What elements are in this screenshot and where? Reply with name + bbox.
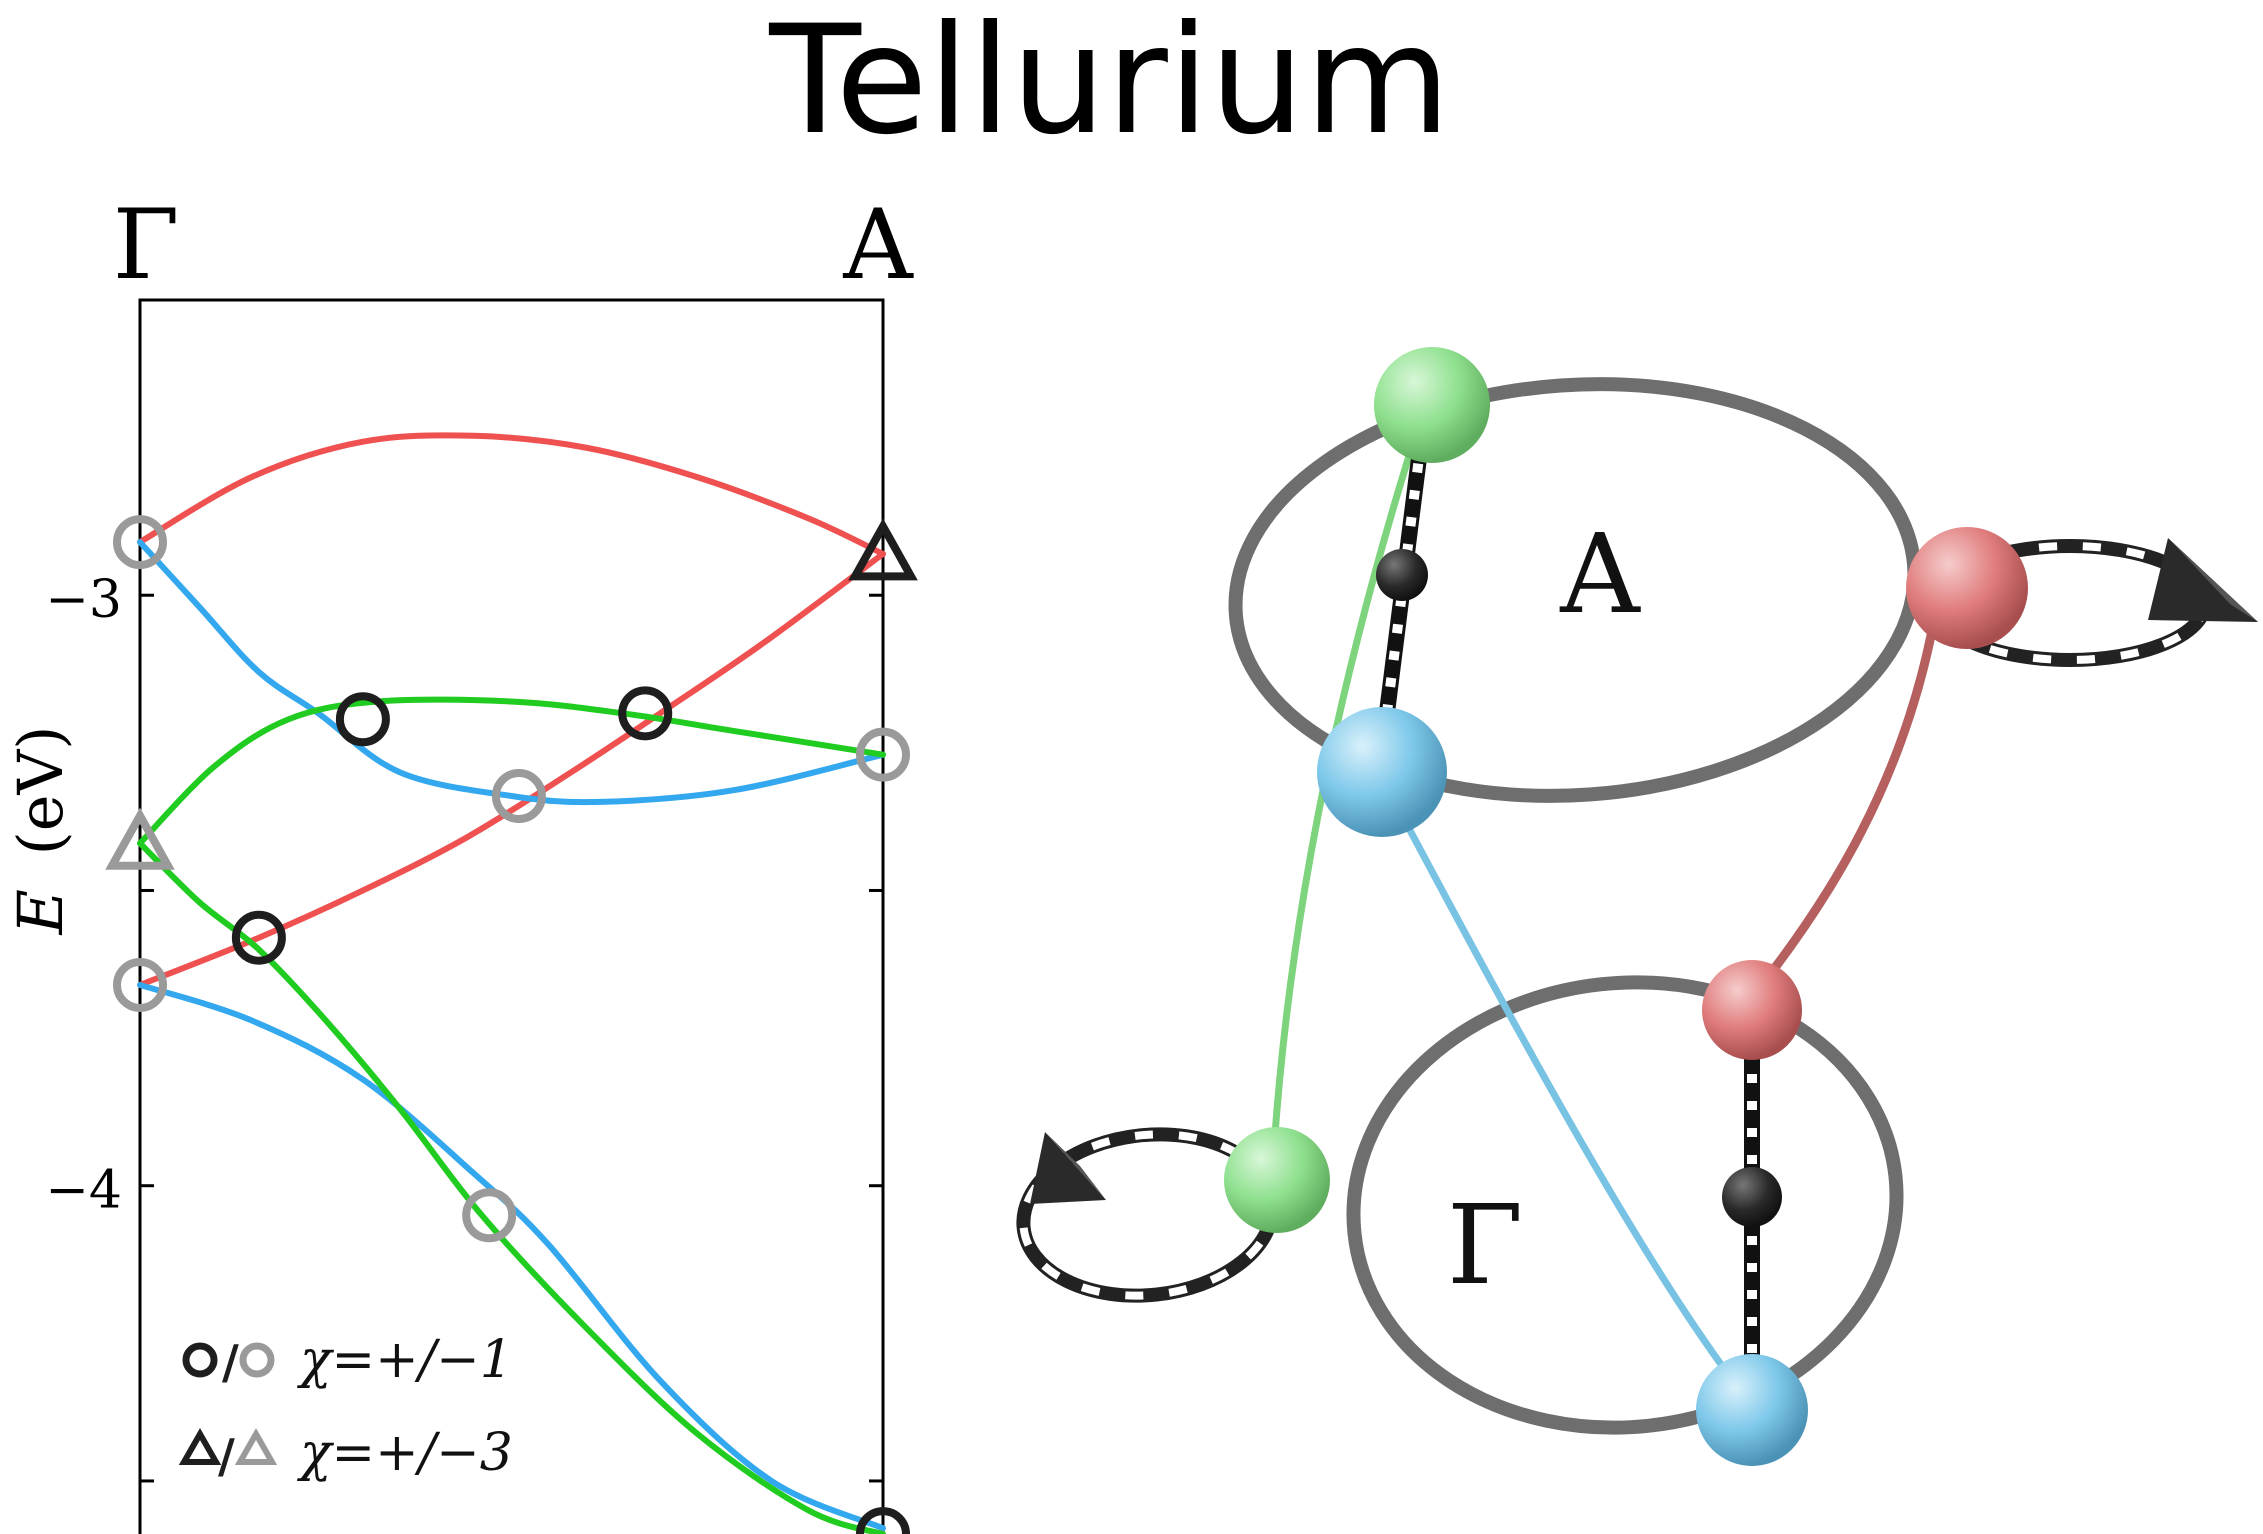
marker-black-circle	[335, 692, 390, 747]
crossing-markers	[105, 515, 918, 1534]
left-arrowhead-icon	[1030, 1132, 1106, 1204]
legend-label-chi-3: χ=+/−3	[296, 1423, 513, 1483]
blue-node-lower	[1696, 1354, 1808, 1466]
marker-black-circle	[618, 686, 673, 741]
red-node-lower	[1702, 960, 1802, 1060]
y-axis-ticks: −3 −4	[45, 298, 883, 1483]
k-label-a: A	[842, 189, 914, 301]
legend-gray-circle-icon	[239, 1342, 275, 1378]
marker-gray-circle	[113, 515, 167, 570]
green-node-upper	[1374, 347, 1490, 463]
legend-gray-triangle-icon	[234, 1427, 278, 1465]
green-node-lower	[1224, 1127, 1330, 1233]
y-tick-label: −4	[45, 1161, 122, 1221]
marker-black-circle	[856, 1507, 910, 1534]
plane-label-a: A	[1559, 510, 1641, 638]
left-arrowhead-shade	[1045, 1132, 1106, 1200]
plot-frame	[138, 298, 885, 1534]
y-axis-label: E (eV)	[4, 726, 77, 936]
legend-black-circle-icon	[182, 1342, 218, 1378]
y-label-symbol: E	[4, 889, 77, 935]
legend-black-triangle-icon	[178, 1427, 222, 1465]
blue-node-upper	[1317, 707, 1447, 837]
band-red-0	[137, 432, 886, 557]
marker-black-triangle	[848, 518, 918, 581]
figure-title: Tellurium	[768, 0, 1450, 168]
marker-gray-triangle	[105, 807, 175, 870]
band-blue-3	[137, 981, 886, 1532]
k-label-gamma: Γ	[113, 189, 180, 301]
legend-slash: /	[222, 1335, 239, 1389]
band-red-1	[137, 550, 886, 988]
red-connection	[1746, 614, 1940, 1003]
blue-connection	[1374, 768, 1755, 1408]
right-arrowhead-shade	[2168, 538, 2258, 622]
legend: / χ=+/−1 / χ=+/−3	[178, 1330, 513, 1483]
lower-ring	[1346, 975, 1904, 1435]
band-blue-2	[137, 539, 886, 806]
band-lines	[137, 432, 886, 1534]
dark-node-upper	[1376, 549, 1428, 601]
band-green-5	[137, 840, 886, 1534]
band-structure-plot: Γ A −3 −4 E (eV) / χ=+/−1 / χ=+/−3	[4, 189, 918, 1534]
marker-gray-circle	[491, 769, 546, 823]
dark-node-lower	[1722, 1167, 1782, 1227]
y-label-unit: (eV)	[4, 726, 77, 856]
svg-text:E (eV): E (eV)	[4, 726, 77, 936]
band-green-4	[137, 696, 886, 847]
green-connection	[1268, 403, 1429, 1181]
plane-label-gamma: Γ	[1447, 1181, 1523, 1309]
legend-label-chi-1: χ=+/−1	[296, 1330, 513, 1390]
y-tick-label: −3	[45, 570, 122, 630]
marker-gray-circle	[113, 957, 167, 1012]
weyl-node-diagram: A Γ	[1016, 347, 2258, 1466]
marker-black-circle	[231, 910, 286, 965]
marker-gray-circle	[462, 1188, 517, 1243]
legend-slash-2: /	[218, 1429, 235, 1483]
red-node-upper	[1906, 527, 2028, 649]
marker-gray-circle	[856, 727, 910, 782]
